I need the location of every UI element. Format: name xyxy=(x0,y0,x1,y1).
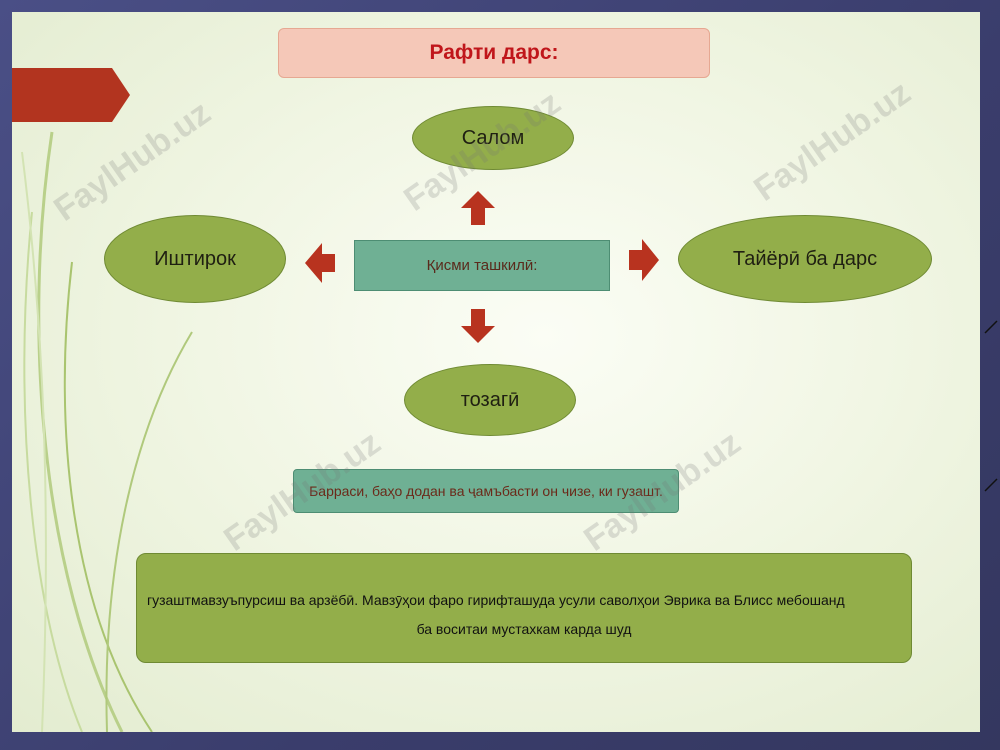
arrow-down-icon xyxy=(461,309,495,343)
decorative-grass-lines xyxy=(21,131,193,732)
node-right-label: Тайёрӣ ба дарс xyxy=(732,247,878,270)
homework-line-2: ба воситаи мустахкам карда шуд xyxy=(416,621,632,637)
arrow-left-icon xyxy=(305,243,335,283)
red-tag-shape xyxy=(12,68,130,122)
arrow-right-icon xyxy=(629,239,659,281)
node-right: Тайёрӣ ба дарс xyxy=(678,215,932,303)
diagram-title: Рафти дарс: xyxy=(429,41,559,64)
title-box: Рафти дарс: xyxy=(278,28,710,78)
slide: Рафти дарс: Салом Иштирок Тайёрӣ ба дарс… xyxy=(12,12,980,732)
summary-text: Барраси, баҳо додан ва ҷамъбасти он чизе… xyxy=(309,483,663,499)
slash-mark-icon xyxy=(984,478,998,492)
homework-box: гузаштмавзуъпурсиш ва арзёбӣ. Мавзӯҳои ф… xyxy=(136,553,912,663)
node-left-label: Иштирок xyxy=(154,247,236,270)
node-left: Иштирок xyxy=(104,215,286,303)
node-top-label: Салом xyxy=(461,126,525,149)
center-label: Қисми ташкилӣ: xyxy=(426,257,538,274)
center-box: Қисми ташкилӣ: xyxy=(354,240,610,291)
summary-box: Барраси, баҳо додан ва ҷамъбасти он чизе… xyxy=(293,469,679,513)
homework-line-1: гузаштмавзуъпурсиш ва арзёбӣ. Мавзӯҳои ф… xyxy=(147,592,845,608)
node-bottom: тозагӣ xyxy=(404,364,576,436)
node-bottom-label: тозагӣ xyxy=(460,388,520,411)
node-top: Салом xyxy=(412,106,574,170)
slash-mark-icon xyxy=(984,320,998,334)
arrow-up-icon xyxy=(461,191,495,225)
